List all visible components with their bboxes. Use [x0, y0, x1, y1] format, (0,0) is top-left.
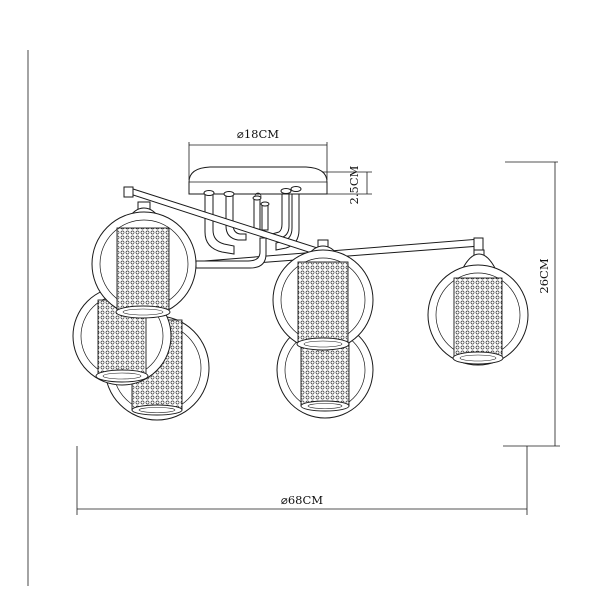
canopy-diameter-label: ⌀18CM [237, 127, 279, 141]
canopy-height-label: 2.5CM [347, 165, 361, 204]
canopy-stems [203, 186, 302, 255]
dimension-lines [27, 50, 560, 586]
lamp-canopy [188, 166, 328, 255]
lamp-shade-right [427, 249, 529, 366]
total-height-dimension [503, 161, 560, 447]
lamp-shade-middle [272, 239, 374, 351]
total-diameter-label: ⌀68CM [281, 493, 323, 507]
canopy-height-dimension [322, 171, 372, 195]
lamp-shade-upper-left [91, 201, 197, 319]
total-height-label: 26CM [537, 258, 551, 293]
canopy-diameter-dimension [188, 142, 328, 180]
total-diameter-dimension [76, 446, 528, 515]
